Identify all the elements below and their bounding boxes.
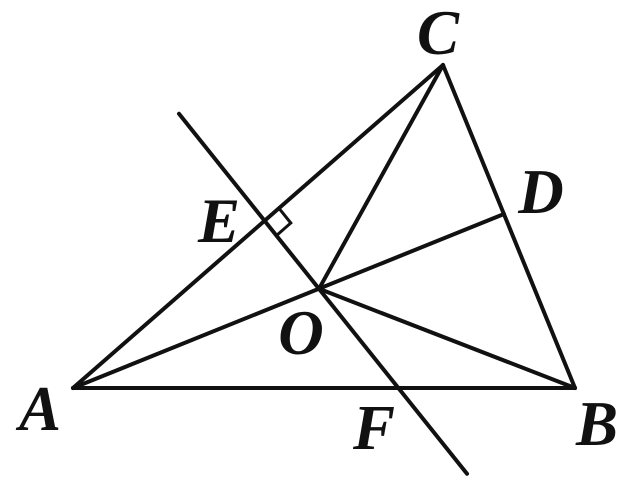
- segment-BO: [317, 286, 577, 390]
- point-label-E: E: [197, 185, 241, 256]
- segment-CO: [317, 63, 445, 291]
- right-angle-mark: [275, 207, 293, 237]
- point-label-F: F: [352, 392, 396, 463]
- side-AC: [71, 63, 445, 390]
- point-label-B: B: [575, 388, 619, 459]
- point-label-A: A: [18, 373, 62, 444]
- side-CB: [441, 63, 577, 390]
- cevian-AD: [71, 212, 506, 390]
- point-label-D: D: [518, 156, 564, 227]
- point-label-C: C: [416, 0, 460, 68]
- perpendicular-line-EOF: [177, 111, 469, 476]
- point-label-O: O: [278, 297, 324, 368]
